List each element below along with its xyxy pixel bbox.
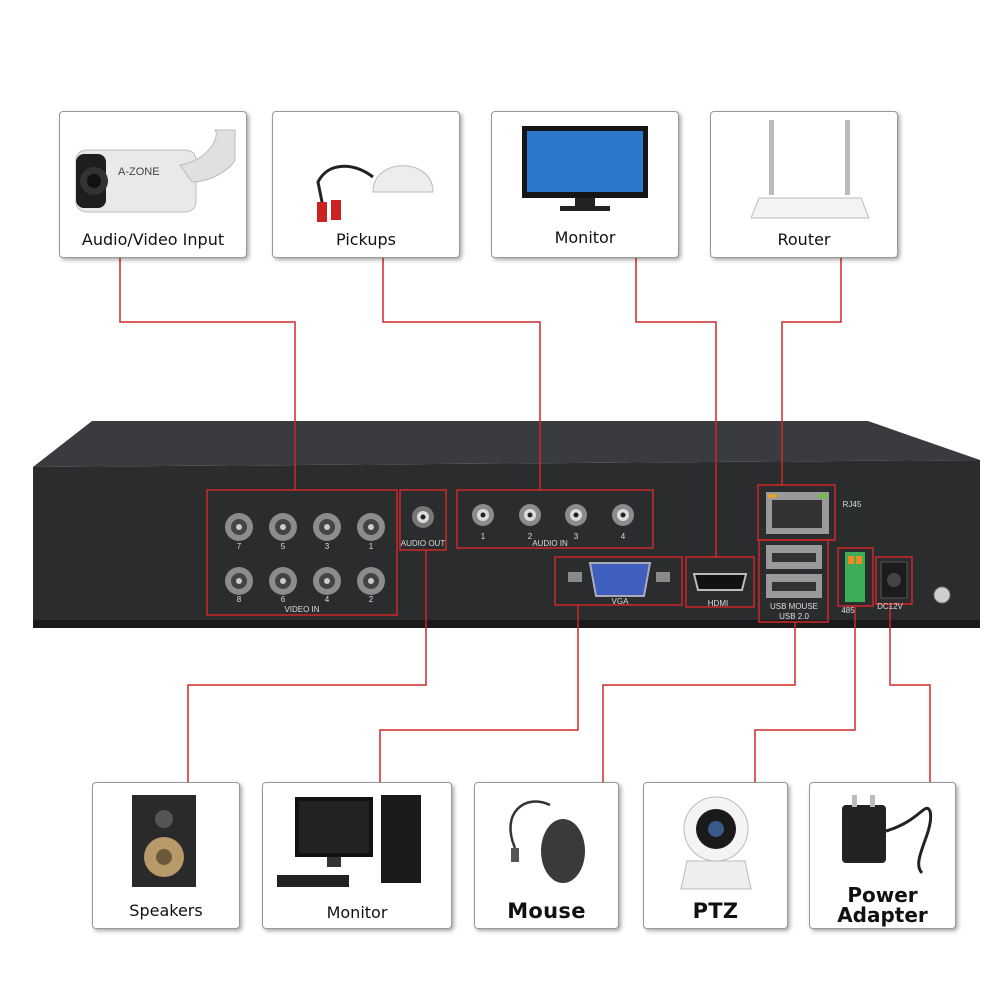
dc-label: DC12V: [877, 602, 903, 611]
usb-mouse-icon: [509, 800, 585, 883]
card-pickups: Pickups: [272, 111, 460, 258]
bnc-pin: [368, 524, 374, 530]
audio-port-label: 1: [481, 532, 486, 541]
card-power-adapter: Power Adapter: [809, 782, 956, 929]
ptz-camera-icon: [680, 796, 752, 890]
lcd-monitor-icon: [522, 126, 648, 211]
bnc-pin: [236, 524, 242, 530]
connector-lines: [119, 258, 931, 782]
microphone-pickup-icon: [316, 164, 434, 222]
card-label: Speakers: [129, 901, 203, 920]
rs485-label: 485: [841, 606, 855, 615]
bnc-port-label: 8: [237, 595, 242, 604]
card-audio-video-input: A-ZONE Audio/Video Input: [59, 111, 247, 258]
usb-version-label: USB 2.0: [779, 612, 809, 621]
card-label: Monitor: [554, 228, 616, 247]
vga-label: VGA: [612, 597, 630, 606]
card-label-line-1: Power: [847, 883, 918, 907]
power-adapter-icon: [842, 795, 933, 875]
bnc-port-label: 4: [325, 595, 330, 604]
bnc-port-label: 3: [325, 542, 330, 551]
bnc-pin: [324, 578, 330, 584]
usb-ports: [758, 539, 829, 623]
bnc-pin: [236, 578, 242, 584]
desktop-computer-icon: [277, 795, 421, 887]
card-label: PTZ: [692, 899, 739, 923]
audio-in-label: AUDIO IN: [532, 539, 568, 548]
rj45-label: RJ45: [843, 500, 862, 509]
card-mouse: Mouse: [474, 782, 619, 929]
card-label: Power Adapter: [810, 885, 955, 925]
speaker-icon: [132, 795, 196, 887]
bnc-port-label: 1: [369, 542, 374, 551]
dc-power-jack: [875, 556, 913, 605]
rca-jack-pin: [620, 512, 626, 518]
bnc-port-label: 2: [369, 595, 374, 604]
rca-jack-pin: [527, 512, 533, 518]
hdmi-port: [685, 556, 755, 608]
wifi-router-icon: [751, 120, 870, 219]
usb-mouse-label: USB MOUSE: [770, 602, 818, 611]
card-monitor-bottom: Monitor: [262, 782, 452, 929]
card-label: Audio/Video Input: [81, 230, 225, 249]
bnc-pin: [280, 524, 286, 530]
ground-screw: [933, 586, 951, 604]
video-in-label: VIDEO IN: [284, 605, 319, 614]
rj45-port: [757, 484, 836, 541]
vga-port: [554, 556, 683, 606]
audio-in-ports: [456, 489, 654, 549]
card-speakers: Speakers: [92, 782, 240, 929]
bullet-camera-icon: A-ZONE: [75, 129, 236, 213]
bnc-port-label: 7: [237, 542, 242, 551]
audio-out-port: [399, 489, 447, 551]
hdmi-label: HDMI: [708, 599, 728, 608]
bnc-pin: [280, 578, 286, 584]
rca-jack-pin: [480, 512, 486, 518]
card-label: Router: [777, 230, 831, 249]
card-monitor-top: Monitor: [491, 111, 679, 258]
audio-out-label: AUDIO OUT: [401, 539, 446, 548]
video-in-ports: [206, 489, 398, 616]
camera-brand: A-ZONE: [118, 166, 160, 178]
bnc-port-label: 6: [281, 595, 286, 604]
audio-port-label: 3: [574, 532, 579, 541]
rca-jack-pin: [573, 512, 579, 518]
audio-port-label: 2: [528, 532, 533, 541]
card-ptz: PTZ: [643, 782, 788, 929]
card-label: Mouse: [507, 899, 586, 923]
card-router: Router: [710, 111, 898, 258]
card-label: Monitor: [326, 903, 388, 922]
card-label-line-2: Adapter: [837, 903, 928, 927]
bnc-pin: [368, 578, 374, 584]
audio-port-label: 4: [621, 532, 626, 541]
card-label: Pickups: [336, 230, 396, 249]
bnc-pin: [324, 524, 330, 530]
bnc-port-label: 5: [281, 542, 286, 551]
